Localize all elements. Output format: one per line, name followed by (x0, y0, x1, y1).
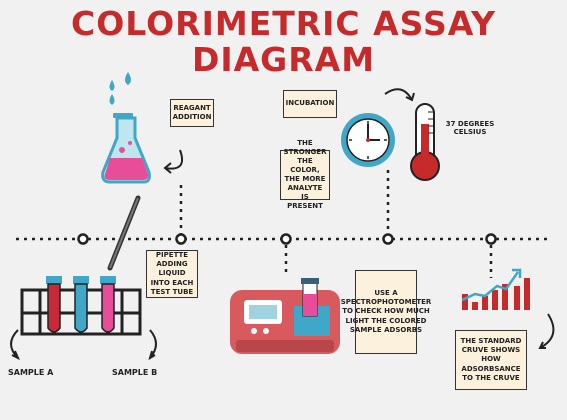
curved-arrow-icon (10, 329, 20, 361)
flask-icon (101, 113, 151, 184)
timeline-node (382, 233, 394, 245)
incubation-note: INCUBATION (283, 90, 337, 118)
timeline-node (77, 233, 89, 245)
sample-b-label: SAMPLE B (112, 368, 158, 377)
droplets-icon (109, 72, 131, 105)
clock-icon (341, 113, 395, 167)
pipette-note: PIPETTE ADDING LIQUID INTO EACH TEST TUB… (146, 250, 198, 298)
pipette-icon (107, 195, 141, 271)
timeline-node (175, 233, 187, 245)
title-line-1: COLORIMETRIC ASSAY (70, 4, 497, 43)
sample-a-label: SAMPLE A (8, 368, 54, 377)
test-tube-icon (100, 276, 116, 333)
color-note: THE STRONGER THE COLOR, THE MORE ANALYTE… (280, 139, 330, 210)
timeline-node (485, 233, 497, 245)
temperature-label: 37 DEGREES CELSIUS (445, 120, 495, 137)
test-tube-icon (46, 276, 62, 333)
spectrophotometer-icon (230, 278, 340, 354)
spectro-note: USE A SPECTROPHOTOMETER TO CHECK HOW MUC… (341, 270, 431, 354)
curved-arrow-icon (538, 313, 555, 349)
timeline-node (280, 233, 292, 245)
reagent-note: REAGANT ADDITION (170, 99, 214, 127)
thermometer-icon (410, 103, 440, 181)
curved-arrow-icon (163, 149, 184, 174)
bar-chart-icon (461, 268, 530, 310)
curve-note: THE STANDARD CRUVE SHOWS HOW ADSORBSANCE… (455, 330, 527, 390)
curved-arrow-icon (384, 88, 415, 102)
title-line-2: DIAGRAM (191, 40, 376, 79)
curved-arrow-icon (148, 329, 157, 361)
test-tube-icon (73, 276, 89, 333)
